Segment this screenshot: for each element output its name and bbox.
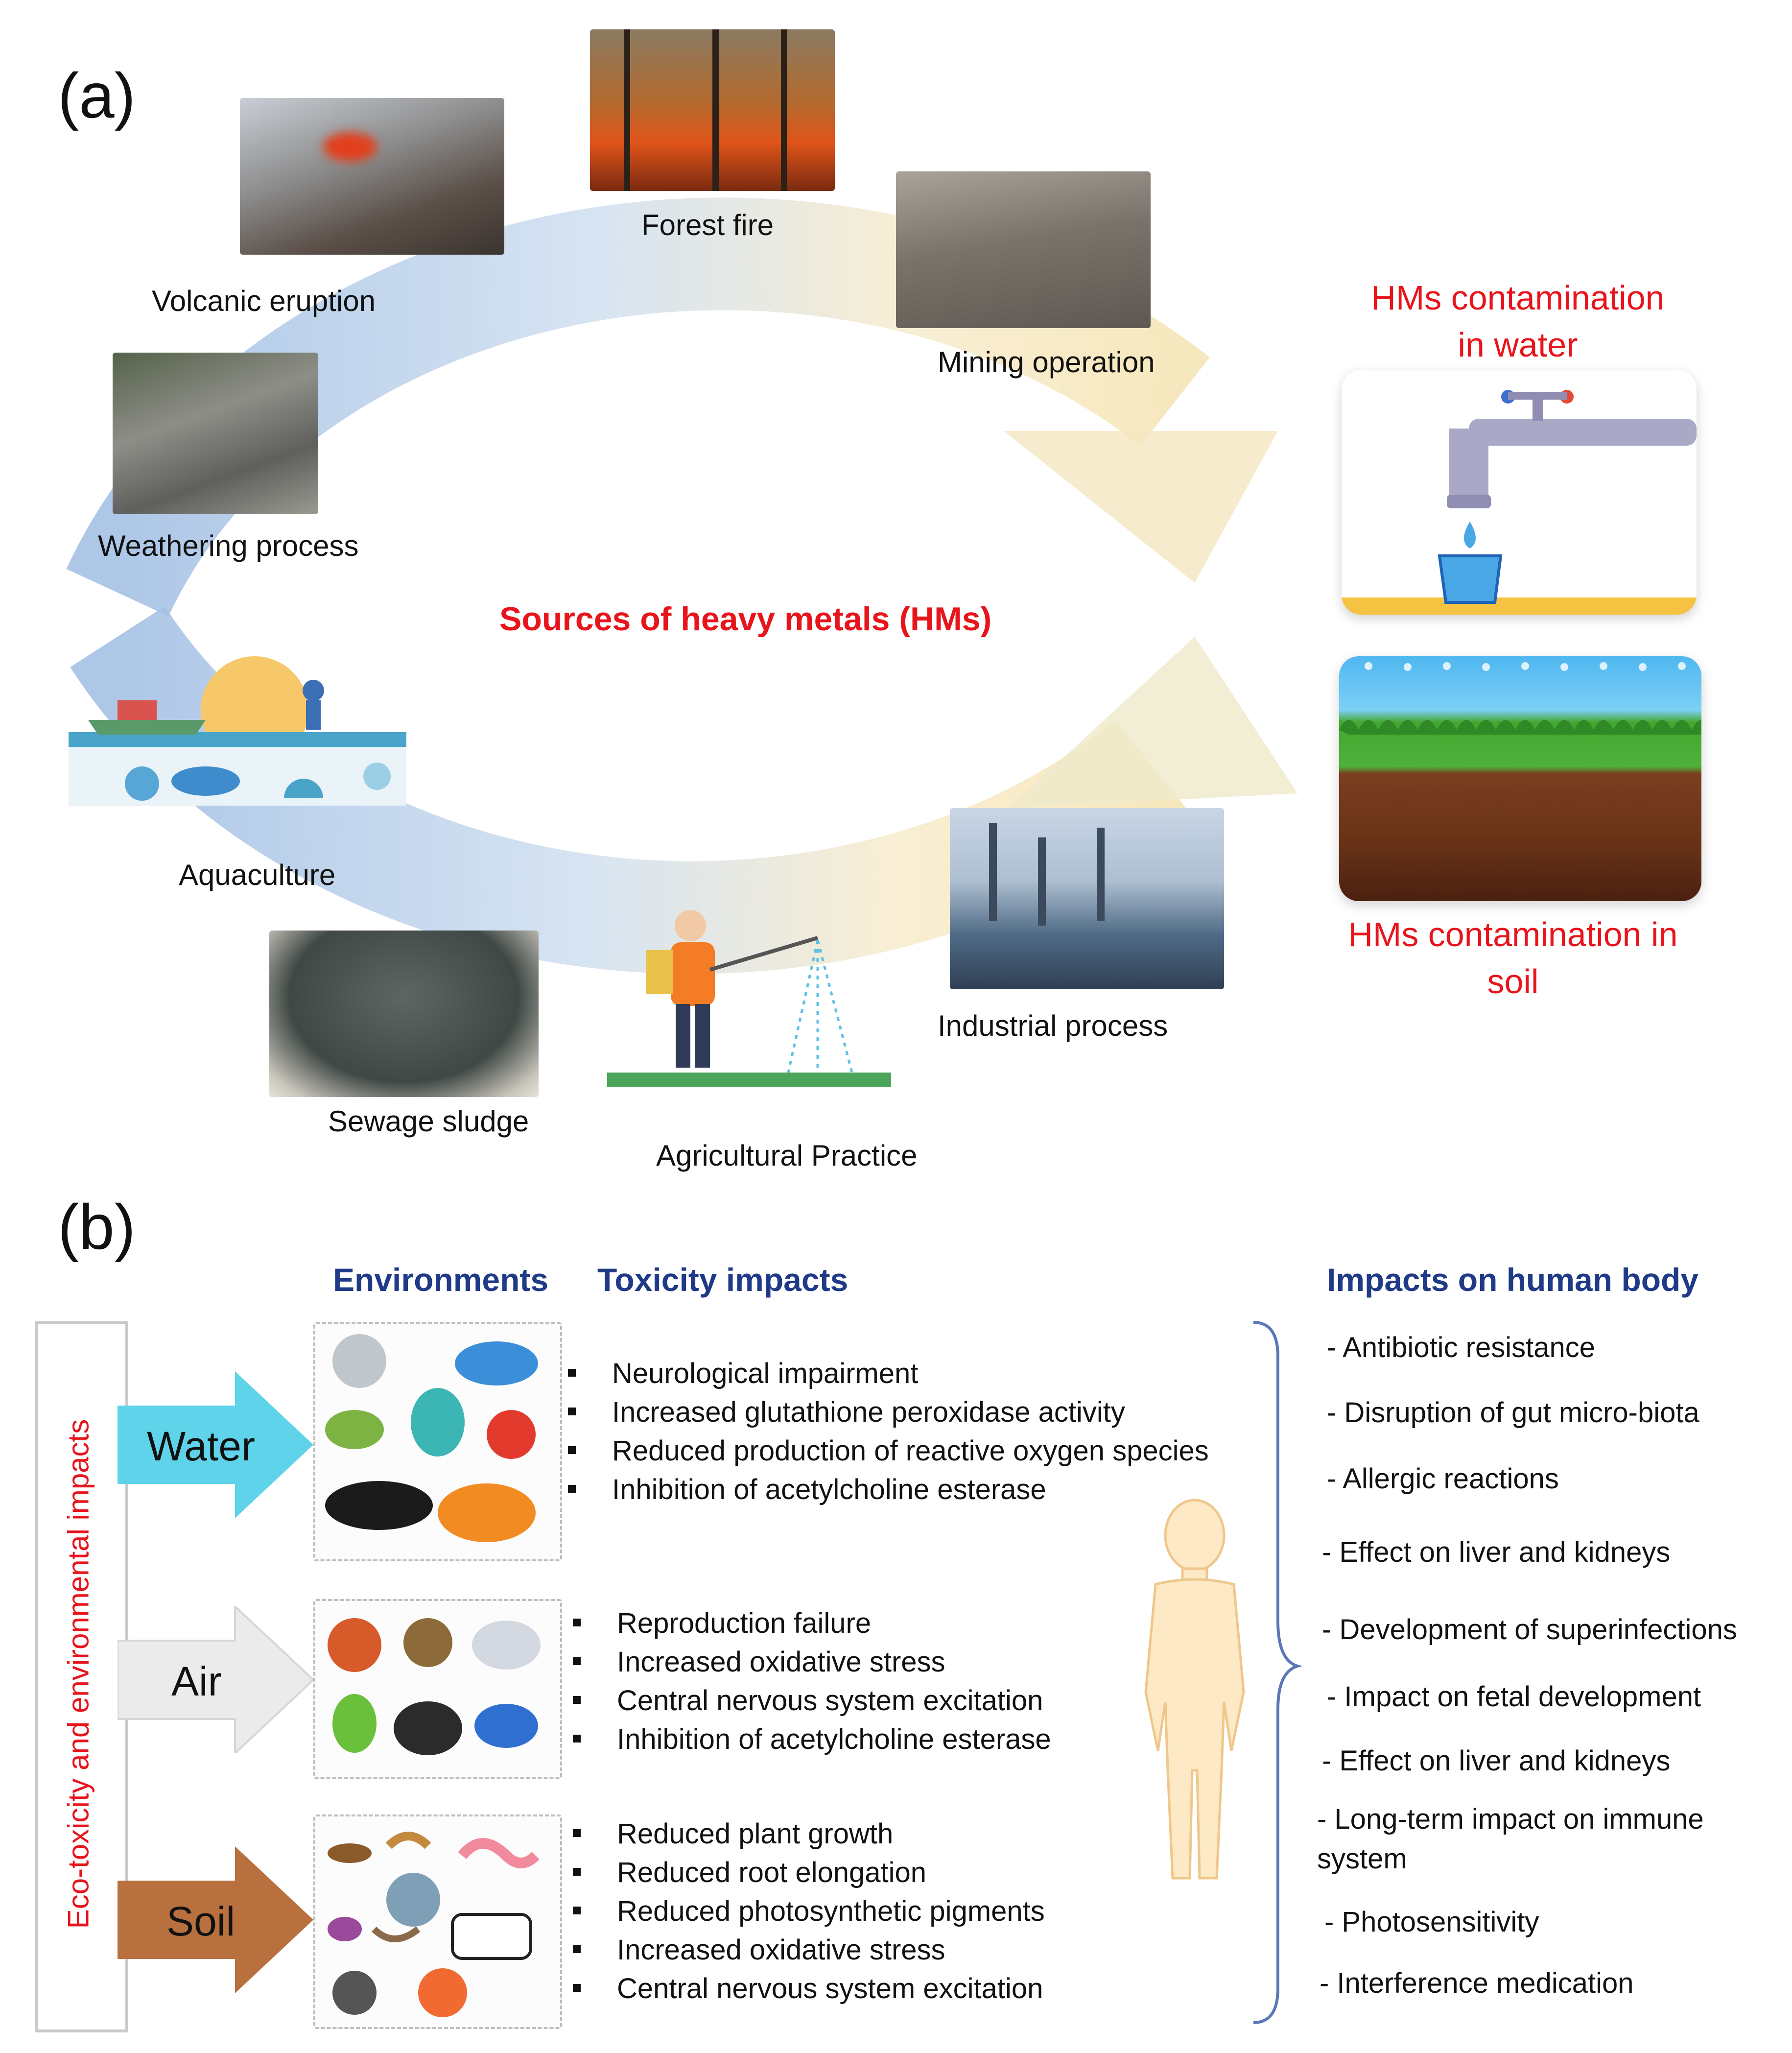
- human-impact-item: - Development of superinfections: [1322, 1614, 1737, 1646]
- orca-icon: [325, 1481, 433, 1530]
- soil-impact-item: Increased oxidative stress: [573, 1931, 1045, 1969]
- label-volcanic-eruption: Volcanic eruption: [152, 285, 376, 317]
- label-aquaculture: Aquaculture: [179, 859, 336, 891]
- stingray-icon: [332, 1334, 386, 1388]
- factory-photo: [950, 808, 1224, 989]
- soil-contamination-title: HMs contamination in soil: [1297, 911, 1728, 1005]
- human-impact-item: - Effect on liver and kidneys: [1322, 1745, 1671, 1777]
- air-animals-box: [313, 1599, 562, 1779]
- human-body-icon: [1144, 1499, 1245, 1880]
- label-industrial-process: Industrial process: [938, 1009, 1168, 1042]
- clownfish-icon: [438, 1483, 536, 1542]
- label-weathering-process: Weathering process: [98, 529, 359, 562]
- water-impact-item: Inhibition of acetylcholine esterase: [568, 1470, 1209, 1509]
- soil-arrow: [118, 1846, 313, 1993]
- larva-icon: [372, 1926, 421, 1942]
- air-impact-item: Inhibition of acetylcholine esterase: [573, 1720, 1051, 1759]
- sources-title: Sources of heavy metals (HMs): [499, 600, 992, 638]
- heading-human: Impacts on human body: [1327, 1262, 1699, 1298]
- dove-icon: [472, 1621, 541, 1670]
- bean-icon: [328, 1917, 362, 1941]
- water-title-line2: in water: [1458, 326, 1578, 364]
- water-impact-item: Neurological impairment: [568, 1354, 1209, 1393]
- label-sewage-sludge: Sewage sludge: [328, 1105, 529, 1138]
- human-impact-item: system: [1317, 1843, 1407, 1875]
- water-impact-item: Increased glutathione peroxidase activit…: [568, 1393, 1209, 1432]
- soil-impact-item: Reduced root elongation: [573, 1853, 1045, 1892]
- soil-title-line2: soil: [1487, 962, 1539, 1001]
- air-impact-item: Increased oxidative stress: [573, 1643, 1051, 1681]
- label-agricultural-practice: Agricultural Practice: [656, 1139, 918, 1172]
- soil-layer-icon: [1339, 656, 1701, 901]
- panel-a-label: (a): [58, 60, 136, 131]
- heading-environments: Environments: [333, 1262, 549, 1298]
- water-impacts-list: Neurological impairment Increased glutat…: [568, 1354, 1209, 1509]
- heading-toxicity: Toxicity impacts: [597, 1262, 849, 1298]
- rock-photo: [113, 353, 318, 514]
- water-arrow-label: Water: [147, 1423, 255, 1469]
- earthworm-icon: [458, 1838, 540, 1868]
- snail-icon: [418, 1968, 467, 2017]
- label-forest-fire: Forest fire: [641, 209, 774, 241]
- air-impact-item: Central nervous system excitation: [573, 1681, 1051, 1720]
- air-impact-item: Reproduction failure: [573, 1604, 1051, 1643]
- centipede-icon: [328, 1843, 372, 1863]
- tap-water-icon: [1342, 370, 1697, 615]
- water-title-line1: HMs contamination: [1371, 279, 1665, 317]
- brace-icon: [1253, 1321, 1302, 2024]
- crab-icon: [487, 1410, 536, 1459]
- octopus-icon: [411, 1388, 465, 1456]
- cow-icon: [451, 1913, 532, 1960]
- whale-icon: [455, 1341, 538, 1385]
- air-arrow: [118, 1606, 313, 1753]
- human-impact-item: - Effect on liver and kidneys: [1322, 1536, 1671, 1568]
- water-animals-box: [313, 1322, 562, 1561]
- worm-icon: [385, 1832, 431, 1849]
- human-impact-item: - Antibiotic resistance: [1327, 1332, 1596, 1363]
- water-contamination-title: HMs contamination in water: [1322, 274, 1714, 368]
- chicken-icon: [328, 1618, 381, 1672]
- soil-impact-item: Reduced photosynthetic pigments: [573, 1892, 1045, 1931]
- bacteria-icon: [386, 1873, 440, 1927]
- human-impact-item: - Disruption of gut micro-biota: [1327, 1397, 1699, 1429]
- soil-arrow-label: Soil: [166, 1898, 236, 1944]
- farmer-spraying-illustration: [607, 910, 891, 1087]
- human-impact-item: - Long-term impact on immune: [1317, 1803, 1704, 1835]
- spider-icon: [332, 1971, 377, 2015]
- aquaculture-illustration: [69, 656, 406, 806]
- crow-icon: [394, 1701, 462, 1755]
- soil-title-line1: HMs contamination in: [1348, 915, 1678, 954]
- turtle-icon: [325, 1410, 384, 1449]
- human-impact-item: - Interference medication: [1320, 1967, 1634, 1999]
- volcano-photo: [240, 98, 504, 255]
- forest-fire-photo: [590, 29, 835, 191]
- soil-impact-item: Reduced plant growth: [573, 1814, 1045, 1853]
- human-impact-item: - Allergic reactions: [1327, 1463, 1559, 1495]
- sludge-photo: [269, 931, 539, 1097]
- human-impact-item: - Impact on fetal development: [1327, 1681, 1701, 1713]
- water-impact-item: Reduced production of reactive oxygen sp…: [568, 1432, 1209, 1470]
- air-impacts-list: Reproduction failure Increased oxidative…: [573, 1604, 1051, 1759]
- owl-icon: [403, 1618, 452, 1667]
- soil-impacts-list: Reduced plant growth Reduced root elonga…: [573, 1814, 1045, 2008]
- side-label: Eco-toxicity and environmental impacts: [62, 1419, 95, 1929]
- bluebird-icon: [474, 1704, 538, 1748]
- air-arrow-label: Air: [171, 1658, 222, 1704]
- water-arrow: [118, 1371, 313, 1518]
- parrot-icon: [332, 1694, 377, 1753]
- soil-impact-item: Central nervous system excitation: [573, 1969, 1045, 2008]
- label-mining-operation: Mining operation: [938, 346, 1155, 379]
- panel-b-label: (b): [58, 1191, 136, 1263]
- soil-animals-box: [313, 1814, 562, 2029]
- human-impact-item: - Photosensitivity: [1324, 1906, 1539, 1938]
- mine-photo: [896, 171, 1151, 328]
